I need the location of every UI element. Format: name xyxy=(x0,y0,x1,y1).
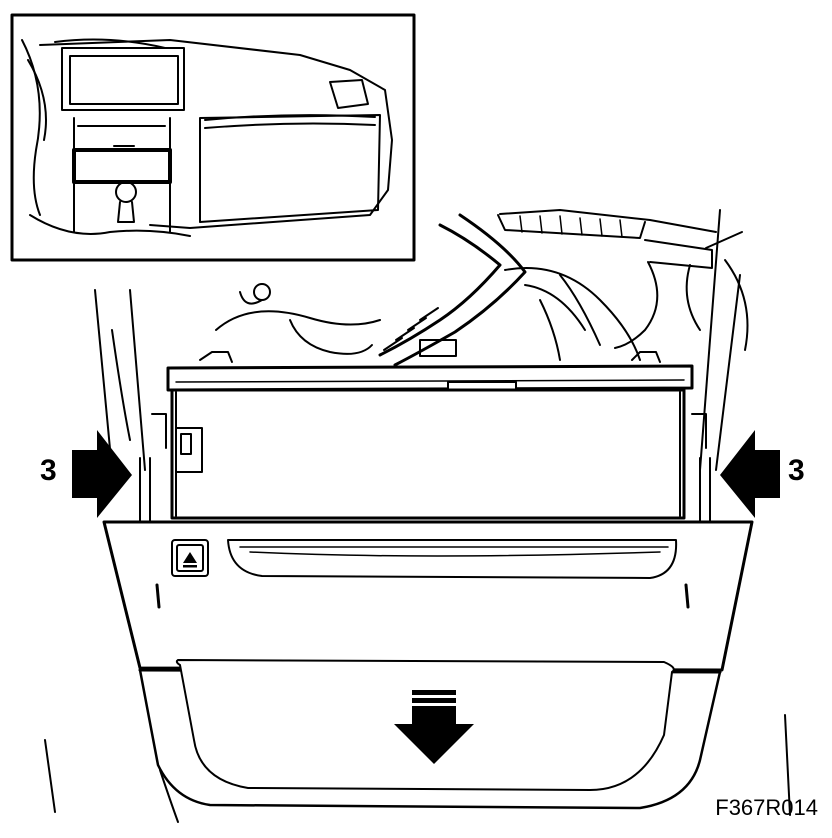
inset-frame xyxy=(10,13,416,262)
callout-label-left: 3 xyxy=(40,454,57,487)
figure-code: F367R014 xyxy=(715,795,818,820)
panel-slot-left xyxy=(155,583,161,609)
radio-front-panel xyxy=(102,520,754,672)
removal-key-left xyxy=(139,457,151,523)
arrow-left-icon xyxy=(720,430,780,518)
inset-center-stack xyxy=(61,47,185,111)
dashboard-outline xyxy=(39,39,393,229)
inset-dashboard-view xyxy=(10,13,416,262)
callout-label-right: 3 xyxy=(788,454,805,487)
radio-chassis xyxy=(170,388,686,520)
front-panel-face xyxy=(102,520,754,672)
inset-glovebox xyxy=(199,114,381,223)
panel-slot-right xyxy=(684,583,690,609)
inset-vent xyxy=(329,79,369,109)
arrow-right-icon xyxy=(72,430,132,518)
inset-gear-knob xyxy=(115,181,137,203)
eject-icon[interactable] xyxy=(171,539,209,577)
console-trim xyxy=(44,209,791,823)
cd-slot xyxy=(227,539,678,579)
arrow-down-icon xyxy=(394,690,474,764)
tray-outline xyxy=(138,668,722,810)
radio-unit-body xyxy=(139,351,711,523)
side-clip xyxy=(175,427,203,473)
inset-radio-highlight xyxy=(72,148,172,184)
wiring-harness xyxy=(215,209,743,367)
removal-key-right xyxy=(699,457,711,523)
